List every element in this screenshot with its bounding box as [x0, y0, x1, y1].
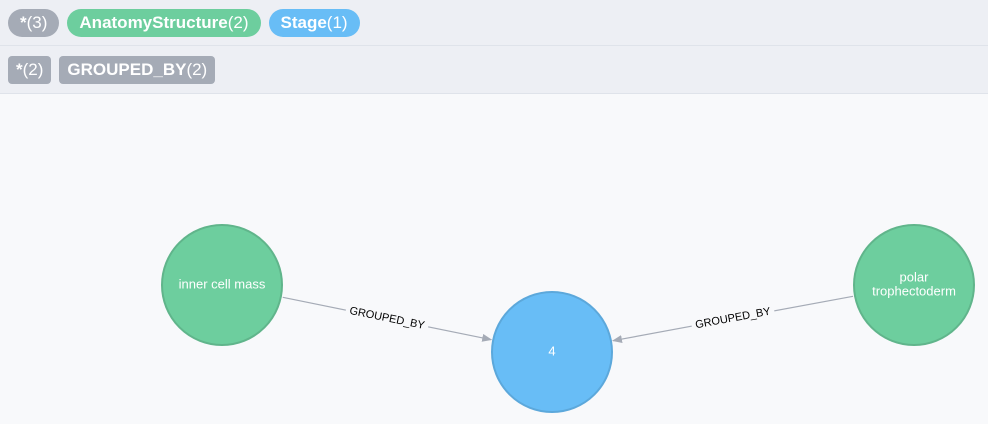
node-labels-bar: *(3) AnatomyStructure(2) Stage(1)	[0, 0, 988, 46]
node-circle[interactable]	[853, 224, 975, 346]
rel-tag-grouped-by[interactable]: GROUPED_BY(2)	[59, 55, 216, 84]
node-circle[interactable]	[161, 224, 283, 346]
edge-label-n1-n2[interactable]: GROUPED_BY	[348, 305, 426, 332]
edge-label-background	[690, 303, 776, 334]
node-label: 4	[548, 343, 555, 358]
rel-tag-all[interactable]: *(2)	[8, 55, 52, 84]
node-circle[interactable]	[491, 291, 613, 413]
graph-canvas[interactable]: GROUPED_BY GROUPED_BY inner cell mass 4 pol…	[0, 95, 988, 424]
graph-node-n2[interactable]: 4	[491, 291, 613, 413]
graph-node-n1[interactable]: inner cell mass	[161, 224, 283, 346]
node-label: trophectoderm	[872, 283, 956, 298]
node-label: inner cell mass	[179, 276, 266, 291]
node-label: polar	[900, 269, 930, 284]
relationship-types-bar: *(2) GROUPED_BY(2)	[0, 46, 988, 94]
label-pill-stage[interactable]: Stage(1)	[268, 8, 360, 37]
edge-label-n3-n2[interactable]: GROUPED_BY	[694, 305, 772, 331]
edge-label-background	[344, 303, 430, 334]
label-pill-anatomy-structure[interactable]: AnatomyStructure(2)	[67, 8, 261, 37]
label-pill-all[interactable]: *(3)	[8, 8, 60, 37]
